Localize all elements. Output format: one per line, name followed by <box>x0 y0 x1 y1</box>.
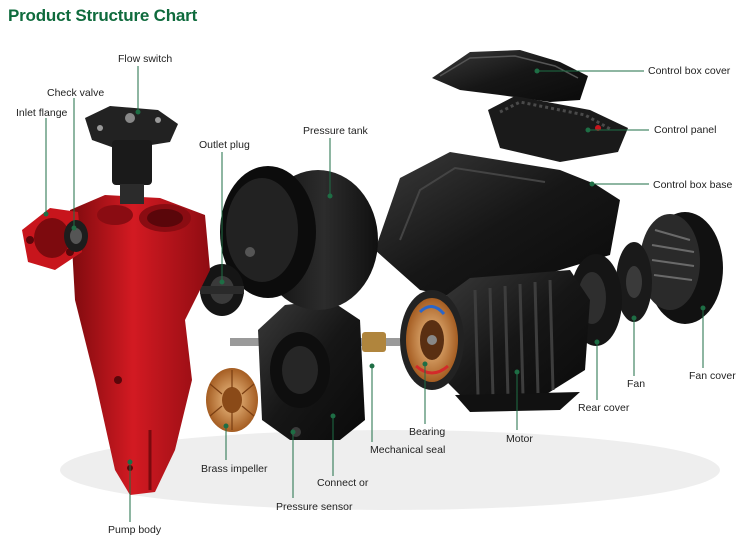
label-pressure-sensor: Pressure sensor <box>276 501 353 513</box>
label-inlet-flange: Inlet flange <box>16 107 68 119</box>
label-control-panel: Control panel <box>654 124 717 136</box>
label-mechanical-seal: Mechanical seal <box>370 444 446 456</box>
label-connector: Connect or <box>317 477 369 489</box>
control-panel-part <box>488 96 628 162</box>
page-title: Product Structure Chart <box>8 6 198 25</box>
fan-part <box>616 242 652 322</box>
control-box-base-part <box>375 152 620 300</box>
label-outlet-plug: Outlet plug <box>199 139 250 151</box>
check-valve-part <box>64 220 88 252</box>
label-control-box-base: Control box base <box>653 179 733 191</box>
pressure-tank-part <box>220 166 378 310</box>
stator-bearing-part <box>400 290 464 390</box>
brass-impeller-part <box>206 368 258 432</box>
label-check-valve: Check valve <box>47 87 105 99</box>
floor-shadow <box>60 430 720 510</box>
control-box-cover-part <box>432 50 588 102</box>
pump-body-part <box>70 195 210 495</box>
label-pump-body: Pump body <box>108 524 162 536</box>
label-pressure-tank: Pressure tank <box>303 125 368 137</box>
label-fan: Fan <box>627 378 646 390</box>
fan-cover-part <box>640 212 723 324</box>
inlet-flange-part <box>22 208 82 270</box>
label-control-box-cover: Control box cover <box>648 65 731 77</box>
label-bearing: Bearing <box>409 426 446 438</box>
label-brass-impeller: Brass impeller <box>201 463 268 475</box>
leader-lines <box>43 66 706 522</box>
connector-block-part <box>258 300 365 440</box>
label-motor: Motor <box>506 433 533 445</box>
label-fan-cover: Fan cover <box>689 370 736 382</box>
outlet-plug-part <box>200 264 244 316</box>
flow-switch-part <box>85 106 178 204</box>
label-rear-cover: Rear cover <box>578 402 630 414</box>
label-flow-switch: Flow switch <box>118 53 173 65</box>
